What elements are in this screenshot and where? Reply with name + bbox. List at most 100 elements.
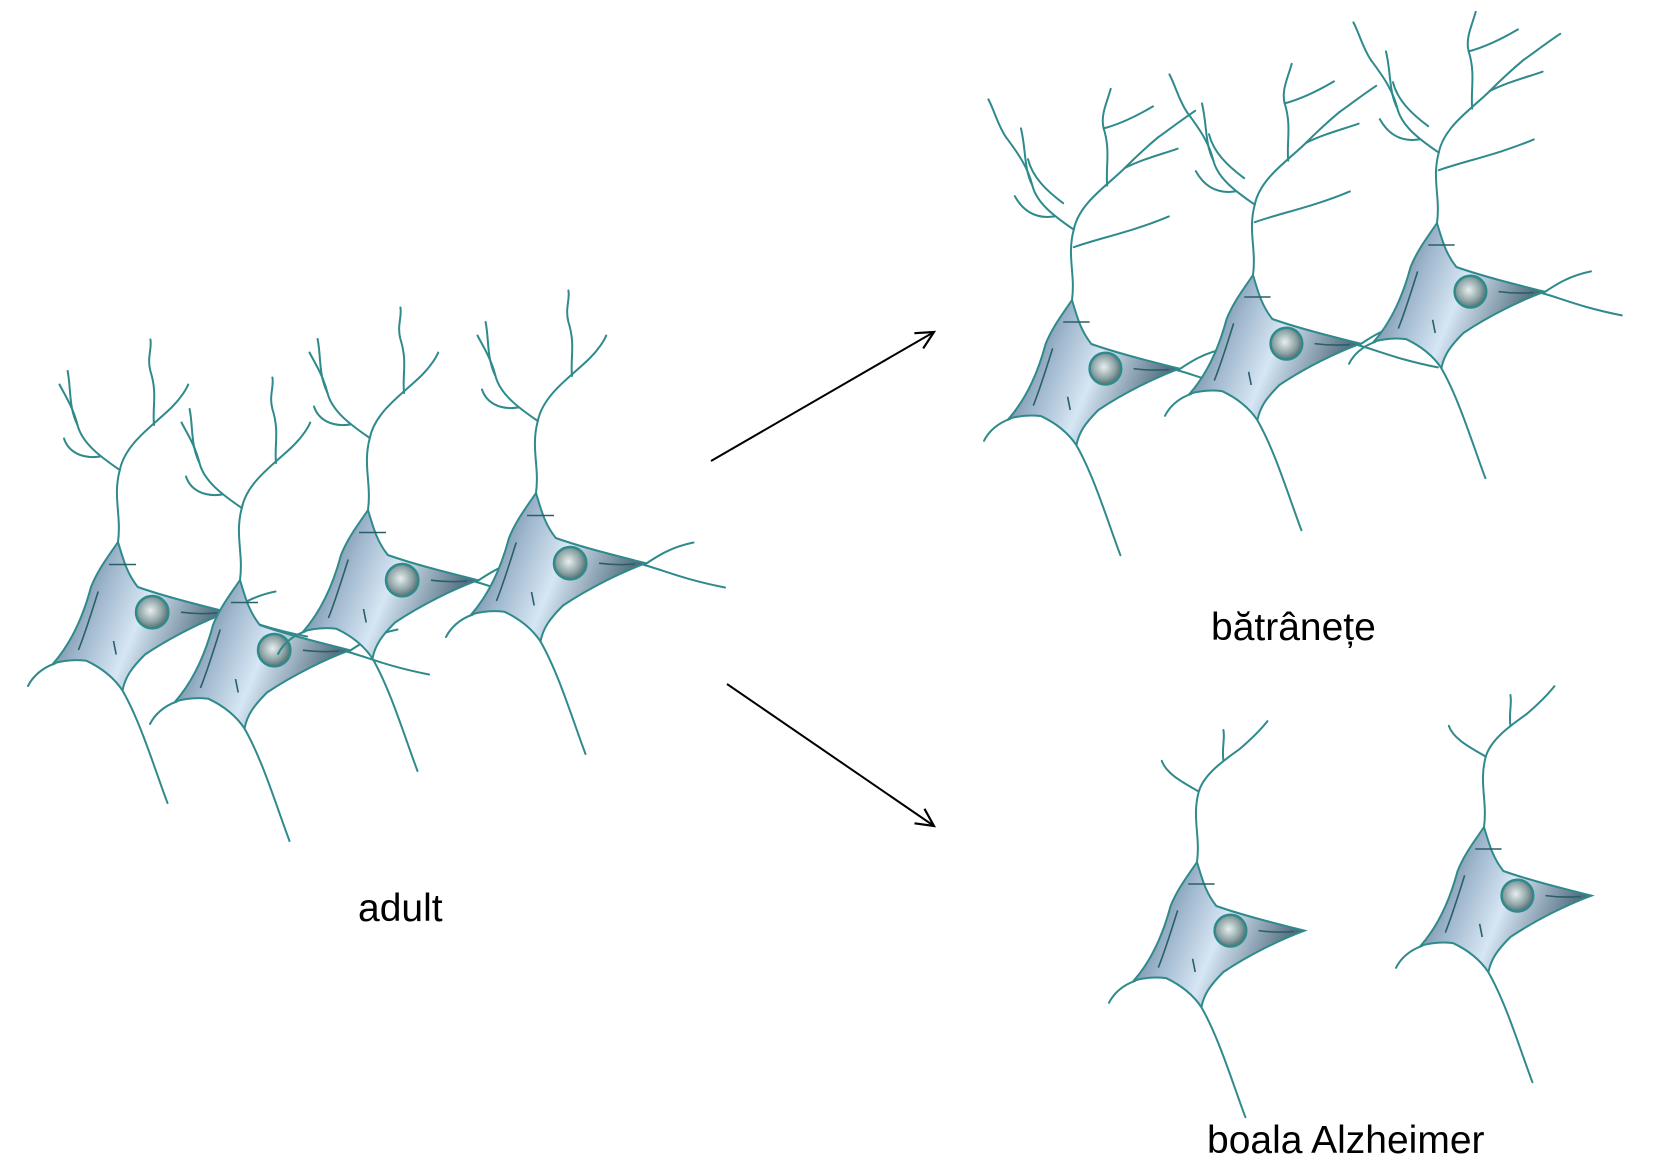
dendrite — [1469, 29, 1518, 51]
alzheimer-label: boala Alzheimer — [1207, 1121, 1485, 1160]
adult-neuron — [446, 291, 725, 755]
nucleus — [386, 564, 418, 596]
alzheimer-neuron-group — [1109, 686, 1591, 1117]
dendrite — [1284, 64, 1292, 161]
dendrite — [1196, 721, 1267, 862]
dendrite — [1196, 171, 1236, 192]
dendrite — [239, 423, 310, 581]
dendrites — [59, 340, 188, 543]
nucleus — [1502, 880, 1534, 912]
dendrites — [1353, 12, 1560, 223]
dendrite — [117, 385, 188, 543]
adult-neuron — [28, 340, 307, 804]
axon — [1396, 946, 1422, 968]
dendrite — [1074, 216, 1169, 247]
axon — [1488, 972, 1532, 1082]
dendrite — [149, 340, 154, 426]
dendrite — [1510, 695, 1511, 726]
dendrite — [399, 308, 404, 394]
axon — [1165, 394, 1191, 416]
axons — [1109, 981, 1245, 1117]
axon — [1257, 420, 1301, 530]
axon — [644, 543, 694, 566]
dendrite — [482, 390, 518, 409]
dendrite — [1162, 761, 1199, 792]
dendrite — [1380, 119, 1420, 140]
dendrites — [1449, 686, 1555, 827]
dendrite — [1523, 34, 1560, 60]
dendrite — [535, 336, 606, 494]
dendrites — [1169, 64, 1376, 275]
dendrite — [1339, 86, 1376, 112]
dendrite — [1252, 112, 1339, 275]
dendrite — [1103, 89, 1111, 186]
dendrite — [567, 291, 572, 377]
dendrite — [1449, 726, 1486, 757]
dendrite — [314, 407, 350, 426]
axon — [123, 691, 168, 804]
axon — [541, 642, 586, 755]
axon — [150, 702, 177, 725]
axons — [1396, 946, 1532, 1082]
old-age-neuron-group — [984, 12, 1622, 555]
dendrite — [1125, 149, 1178, 168]
dendrite — [1353, 22, 1371, 60]
old-age-label: bătrânețe — [1211, 608, 1376, 647]
dendrite — [1209, 134, 1244, 178]
dendrites — [310, 308, 439, 511]
axon — [1076, 445, 1120, 555]
arrow-to-old-age — [711, 332, 934, 461]
dendrites — [1162, 721, 1268, 862]
dendrite — [1071, 137, 1158, 300]
dendrite — [1490, 72, 1543, 91]
dendrite — [1028, 159, 1063, 203]
alzheimer-neuron — [1396, 686, 1591, 1082]
axon — [1441, 368, 1485, 478]
arrow-to-alzheimer — [727, 684, 934, 826]
dendrite — [1468, 12, 1476, 109]
alzheimer-neuron — [1109, 721, 1304, 1117]
dendrite — [1306, 124, 1359, 143]
old-age-neuron — [1349, 12, 1622, 478]
nucleus — [554, 547, 586, 579]
axon — [644, 565, 725, 588]
dendrite — [988, 99, 1006, 137]
nucleus — [1215, 915, 1247, 947]
axon — [1543, 293, 1622, 315]
dendrite — [1223, 730, 1224, 761]
old-age-neuron — [1165, 64, 1438, 530]
axon — [446, 615, 473, 638]
nucleus — [136, 596, 168, 628]
nucleus — [1271, 328, 1303, 360]
dendrite — [1169, 74, 1187, 112]
dendrite — [186, 477, 222, 496]
axon — [984, 419, 1010, 441]
dendrite — [1104, 106, 1153, 128]
dendrite — [1393, 82, 1428, 126]
axon — [28, 664, 55, 687]
nucleus — [258, 634, 290, 666]
axon — [373, 659, 418, 772]
axon — [1543, 271, 1591, 293]
dendrite — [1285, 81, 1334, 103]
dendrite — [1015, 196, 1055, 217]
dendrites — [182, 378, 311, 581]
old-age-neuron — [984, 89, 1257, 555]
dendrite — [64, 439, 100, 458]
dendrite — [1483, 686, 1554, 827]
dendrite — [271, 378, 276, 464]
axon — [348, 652, 429, 675]
dendrites — [478, 291, 607, 494]
dendrite — [1436, 60, 1523, 223]
dendrite — [367, 353, 438, 511]
dendrites — [988, 89, 1195, 300]
axon — [245, 729, 290, 842]
axon — [1201, 1007, 1245, 1117]
axon — [1109, 981, 1135, 1003]
adult-label: adult — [358, 889, 443, 928]
nucleus — [1455, 276, 1487, 308]
dendrite — [1255, 191, 1350, 222]
dendrite — [1439, 139, 1534, 170]
